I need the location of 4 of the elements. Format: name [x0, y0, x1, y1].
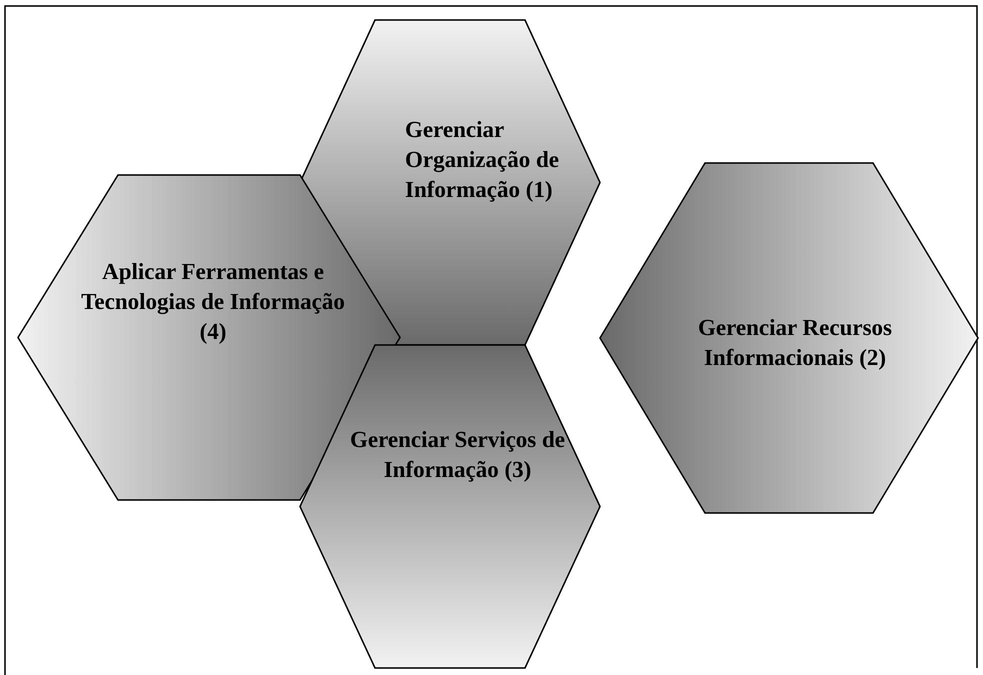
hexagon-label: Gerenciar Serviços de Informação (3)	[348, 426, 566, 484]
hexagon-label: Gerenciar Organização de Informação (1)	[405, 116, 560, 204]
hexagon-label: Gerenciar Recursos Informacionais (2)	[697, 314, 893, 372]
hexagon-label: Aplicar Ferramentas e Tecnologias de Informação (4)	[80, 258, 346, 346]
